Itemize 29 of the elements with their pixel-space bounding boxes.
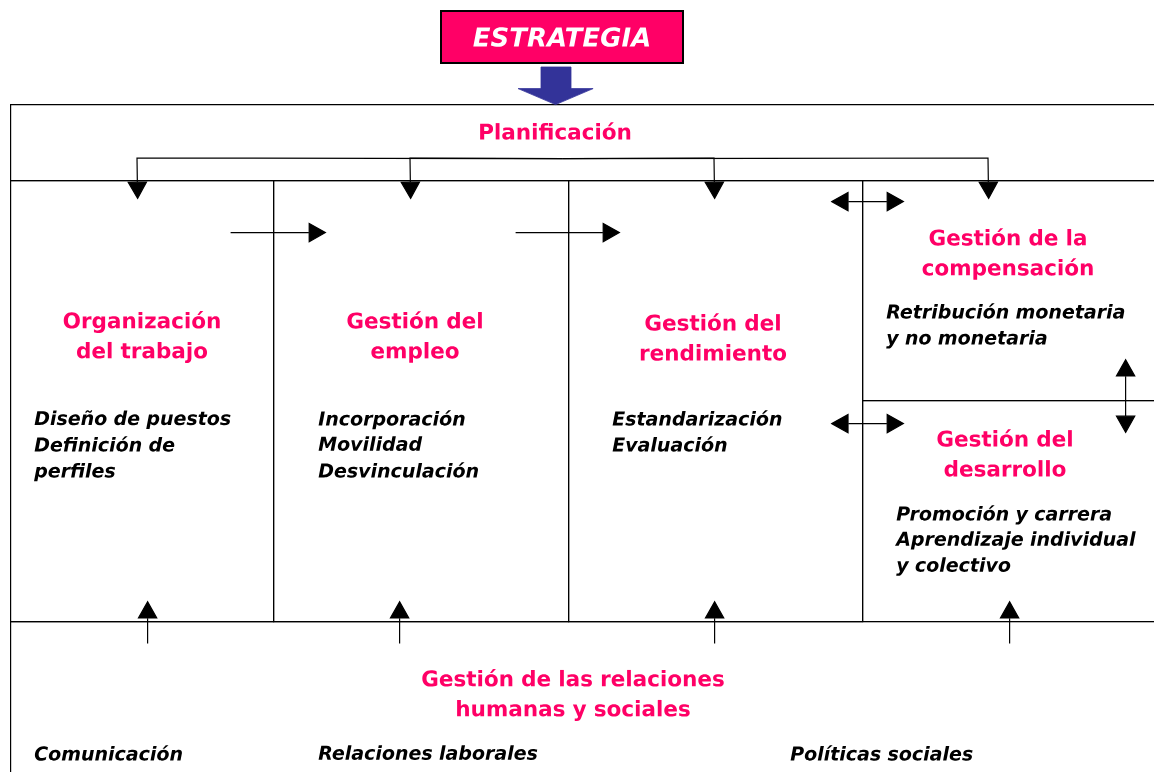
item-text: Incorporación	[318, 410, 465, 430]
heading: Gestión del empleo	[347, 311, 482, 363]
item-text: Aprendizaje individual y colectivo	[894, 531, 1136, 576]
heading: Gestión del desarrollo	[937, 429, 1072, 477]
item-text: Evaluación	[612, 436, 727, 452]
block-arrow	[517, 66, 594, 105]
column-box	[10, 180, 275, 623]
item-text: Desvinculación	[318, 462, 478, 478]
relations-band	[10, 621, 1154, 772]
heading: Organización del trabajo	[63, 311, 220, 363]
heading: Gestión de las relaciones humanas y sociales	[422, 669, 724, 721]
item-text: Diseño de puestos	[34, 410, 231, 429]
heading: Gestión del rendimiento	[640, 313, 787, 361]
heading: Gestión de la compensación	[922, 228, 1093, 280]
item-text: Definición de perfiles	[34, 436, 175, 482]
heading: Planificación	[480, 122, 631, 140]
item-text: Retribución monetaria y no monetaria	[886, 303, 1125, 349]
panel-box	[862, 180, 1154, 402]
column-box	[273, 180, 570, 623]
item-text: Políticas sociales	[790, 745, 973, 761]
item-text: Promoción y carrera	[896, 505, 1111, 525]
panel-box	[862, 400, 1154, 623]
item-text: Movilidad	[318, 436, 423, 451]
strategy-box: ESTRATEGIA	[440, 10, 684, 64]
item-text: Estandarización	[612, 410, 782, 426]
item-text: Relaciones laborales	[318, 745, 538, 760]
planning-band	[10, 104, 1154, 182]
item-text: Comunicación	[34, 745, 182, 761]
column-box	[568, 180, 864, 623]
